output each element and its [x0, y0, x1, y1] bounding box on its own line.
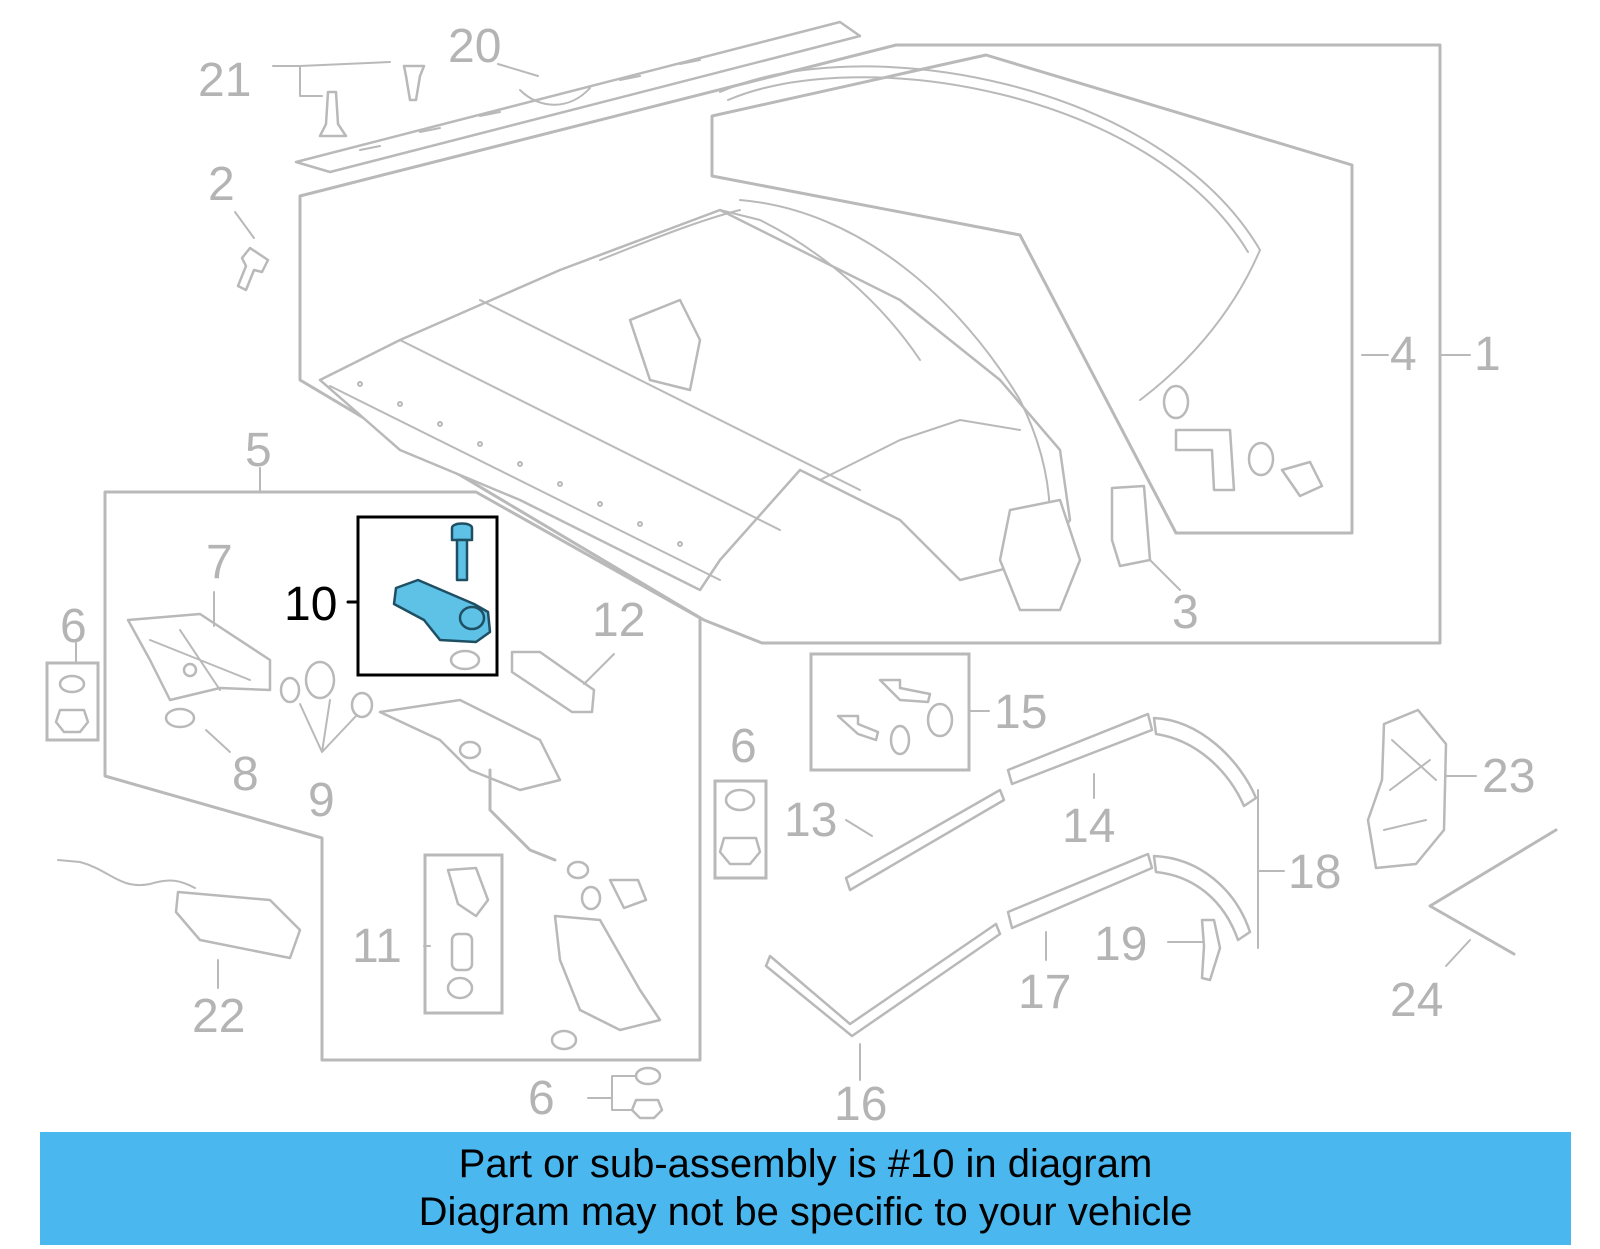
callout-11: 11: [352, 920, 402, 973]
callout-1: 1: [1474, 328, 1501, 381]
callout-18: 18: [1288, 846, 1341, 899]
fasteners-21: [318, 64, 426, 138]
weatherstrip-outline: [710, 53, 1354, 535]
callout-22: 22: [192, 990, 245, 1043]
callout-5: 5: [245, 424, 272, 477]
callout-15: 15: [994, 686, 1047, 739]
callout-7: 7: [206, 536, 233, 589]
callout-17: 17: [1018, 966, 1071, 1019]
convertible-top-frame: [318, 65, 1261, 612]
callout-9: 9: [308, 774, 335, 827]
motor-23: [1366, 708, 1448, 870]
callout-12: 12: [592, 594, 645, 647]
callout-3: 3: [1172, 586, 1199, 639]
highlight-box-10: [356, 515, 499, 677]
callout-6-bottom: 6: [528, 1072, 555, 1125]
front-header-rail: [294, 20, 862, 174]
callouts: 1 2 3 4 5 6 6 6 7 8 9 10 11 12 13 14 15 …: [60, 20, 1535, 1131]
lower-hinge: [550, 860, 662, 1051]
callout-13: 13: [784, 794, 837, 847]
callout-2: 2: [208, 158, 235, 211]
box-6-mid: [713, 779, 768, 880]
washer-8: [164, 707, 196, 729]
banner-line-1: Part or sub-assembly is #10 in diagram: [458, 1142, 1153, 1186]
callout-24: 24: [1390, 974, 1443, 1027]
hinge-assembly-outline: [103, 490, 702, 1062]
leader-lines: [75, 61, 1477, 1111]
rear-mount-parts: [1110, 384, 1324, 568]
nut-washer-6-bottom: [630, 1066, 664, 1120]
box-15: [809, 652, 971, 772]
callout-19: 19: [1094, 918, 1147, 971]
sensor-cable-22: [57, 859, 302, 960]
callout-16: 16: [834, 1078, 887, 1131]
callout-6-left: 6: [60, 600, 87, 653]
callout-10: 10: [284, 578, 337, 631]
box-6-left: [45, 661, 100, 742]
callout-23: 23: [1482, 750, 1535, 803]
bolt-2: [236, 246, 270, 292]
callout-8: 8: [232, 748, 259, 801]
plate-12: [510, 650, 596, 714]
banner-line-2: Diagram may not be specific to your vehi…: [418, 1190, 1193, 1234]
rod-24: [1428, 828, 1558, 956]
callout-4: 4: [1390, 328, 1417, 381]
info-banner: Part or sub-assembly is #10 in diagram D…: [40, 1132, 1571, 1245]
callout-6-mid: 6: [730, 720, 757, 773]
clip-19: [1200, 918, 1222, 982]
bushings-9: [279, 660, 374, 719]
weatherstrips: [764, 712, 1258, 1038]
callout-20: 20: [448, 20, 501, 73]
hinge-arm: [378, 698, 562, 862]
box-11: [423, 853, 504, 1015]
callout-14: 14: [1062, 800, 1115, 853]
callout-21: 21: [198, 54, 251, 107]
hinge-bracket-7: [126, 612, 272, 702]
